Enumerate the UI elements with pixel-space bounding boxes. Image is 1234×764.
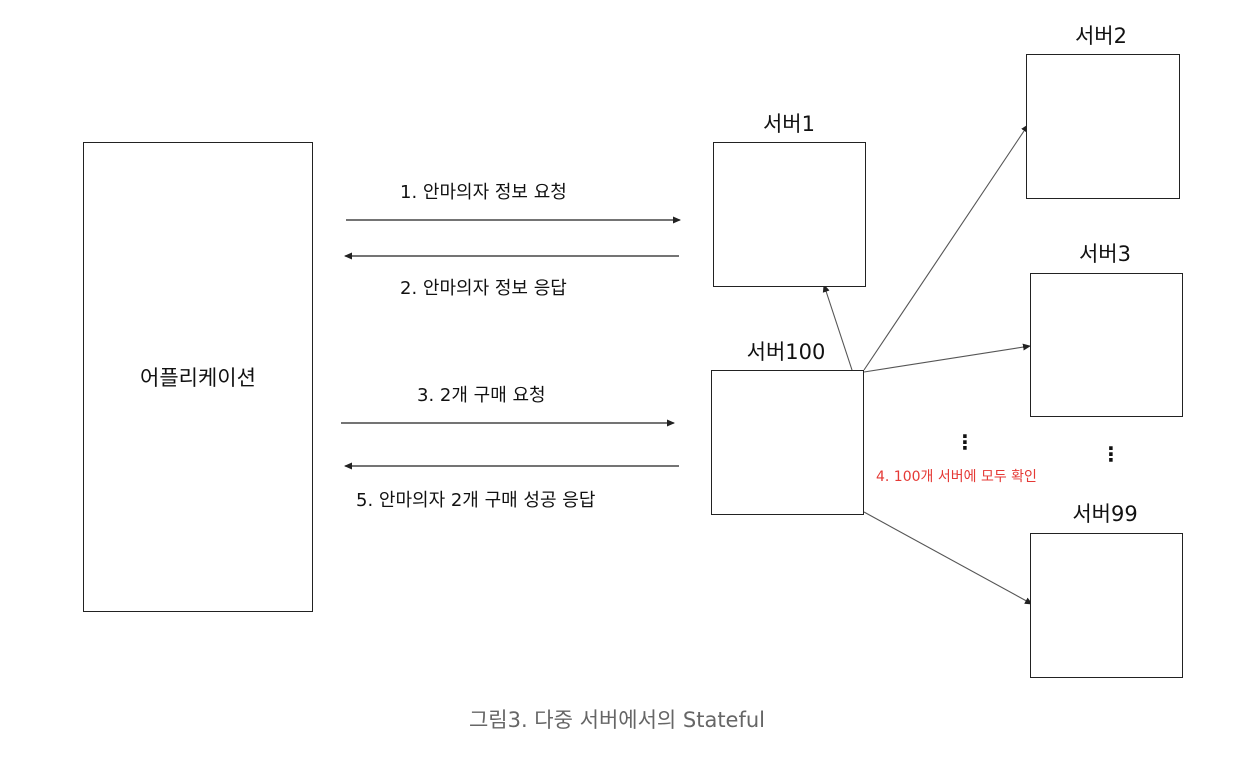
arrow-to-server2	[863, 124, 1029, 371]
label-response-info: 2. 안마의자 정보 응답	[400, 278, 567, 299]
ellipsis-right: ⋮	[1101, 442, 1121, 466]
server1-box	[713, 142, 866, 287]
server1-title: 서버1	[762, 112, 815, 136]
application-box: 어플리케이션	[83, 142, 313, 612]
label-request-info: 1. 안마의자 정보 요청	[400, 182, 567, 203]
server100-title: 서버100	[746, 340, 826, 364]
server99-box	[1030, 533, 1183, 678]
server99-title: 서버99	[1072, 502, 1138, 526]
arrow-to-server3	[863, 343, 1031, 373]
label-check-all-servers: 4. 100개 서버에 모두 확인	[876, 469, 1037, 485]
figure-caption: 그림3. 다중 서버에서의 Stateful	[468, 708, 766, 732]
ellipsis-center: ⋮	[955, 430, 975, 454]
server2-title: 서버2	[1074, 24, 1127, 48]
arrow-to-server1	[822, 284, 853, 371]
label-purchase-response: 5. 안마의자 2개 구매 성공 응답	[356, 490, 596, 511]
application-label: 어플리케이션	[140, 366, 256, 390]
server3-title: 서버3	[1078, 242, 1131, 266]
server100-box	[711, 370, 864, 515]
server3-box	[1030, 273, 1183, 417]
arrow-to-server99	[863, 511, 1033, 605]
server2-box	[1026, 54, 1180, 199]
label-purchase-request: 3. 2개 구매 요청	[417, 385, 546, 406]
